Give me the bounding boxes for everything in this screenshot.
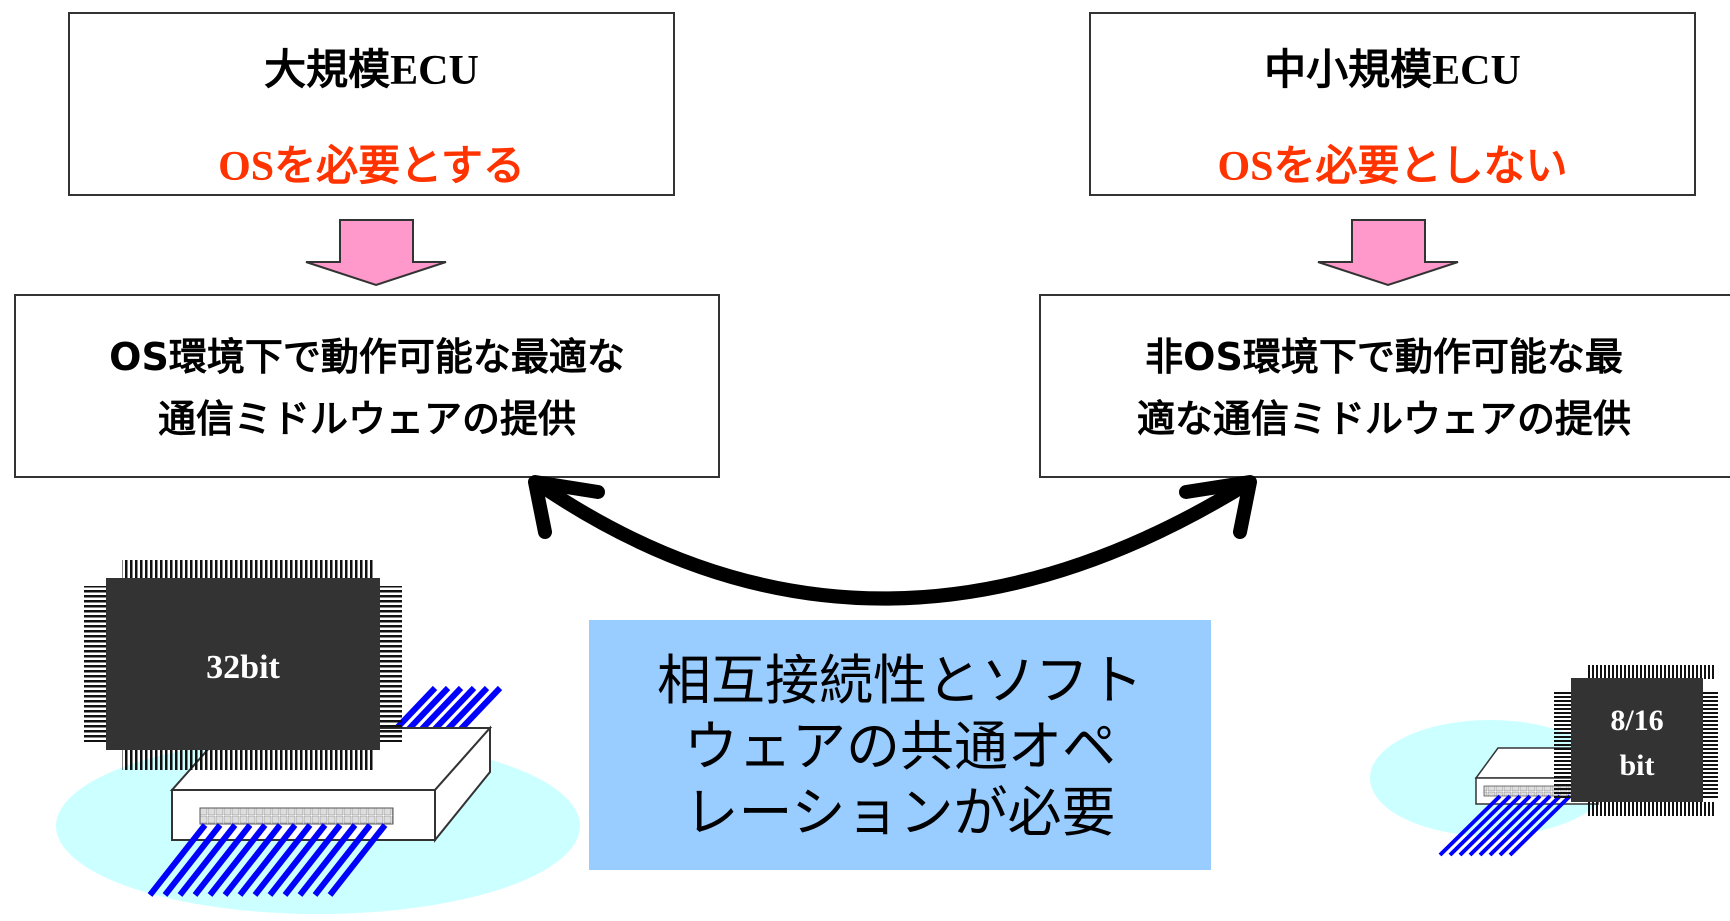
chip-8-16bit-pins-top xyxy=(1586,665,1714,679)
interoperability-callout: 相互接続性とソフト ウェアの共通オペ レーションが必要 xyxy=(589,620,1211,870)
chip-8-16bit: 8/16 bit xyxy=(1554,665,1718,816)
large-ecu-middleware-line2: 通信ミドルウェアの提供 xyxy=(157,397,576,441)
large-ecu-middleware-box: OS環境下で動作可能な最適な 通信ミドルウェアの提供 xyxy=(14,294,720,478)
small-ecu-cables xyxy=(1438,794,1572,857)
small-ecu-requirement: OSを必要としない xyxy=(1217,144,1568,190)
chip-8-16bit-label-line2: bit xyxy=(1619,749,1654,782)
chip-32bit-body xyxy=(106,578,380,750)
chip-8-16bit-pins-left xyxy=(1554,690,1572,798)
large-ecu-middleware-text: OS環境下で動作可能な最適な 通信ミドルウェアの提供 xyxy=(16,326,718,450)
bidirectional-curved-arrow xyxy=(528,475,1257,606)
chip-8-16bit-label-line1: 8/16 xyxy=(1610,704,1663,737)
large-ecu-lower-cables xyxy=(147,823,388,897)
small-ecu-box: 中小規模ECU OSを必要としない xyxy=(1089,12,1696,196)
chip-8-16bit-pins-right xyxy=(1700,690,1718,798)
chip-32bit: 32bit xyxy=(84,560,402,770)
small-ecu-middleware-line1: 非OS環境下で動作可能な最 xyxy=(1145,335,1623,379)
chip-32bit-pins-top xyxy=(122,560,375,580)
chip-32bit-label: 32bit xyxy=(206,649,280,686)
large-ecu-title: 大規模ECU xyxy=(264,48,479,94)
chip-8-16bit-body xyxy=(1571,678,1703,802)
large-ecu-connector-pins xyxy=(199,807,394,825)
chip-8-16bit-pins-bottom xyxy=(1586,802,1714,816)
large-ecu-down-arrow xyxy=(305,219,447,287)
small-ecu-middleware-text: 非OS環境下で動作可能な最 適な通信ミドルウェアの提供 xyxy=(1041,326,1727,450)
large-ecu-box: 大規模ECU OSを必要とする xyxy=(68,12,675,196)
small-ecu-title: 中小規模ECU xyxy=(1264,48,1521,94)
small-ecu-middleware-line2: 適な通信ミドルウェアの提供 xyxy=(1136,397,1631,441)
callout-line2: ウェアの共通オペ xyxy=(684,715,1116,778)
small-ecu-middleware-box: 非OS環境下で動作可能な最 適な通信ミドルウェアの提供 xyxy=(1039,294,1730,478)
callout-line3: レーションが必要 xyxy=(684,781,1116,844)
chip-32bit-pins-left xyxy=(84,586,108,742)
small-ecu-down-arrow xyxy=(1317,219,1459,287)
callout-text: 相互接続性とソフト ウェアの共通オペ レーションが必要 xyxy=(589,648,1211,846)
large-ecu-upper-cables xyxy=(392,685,503,733)
chip-32bit-pins-bottom xyxy=(122,750,375,770)
large-ecu-illustration: 32bit xyxy=(56,560,580,914)
large-ecu-requirement: OSを必要とする xyxy=(218,144,525,190)
chip-32bit-pins-right xyxy=(378,586,402,742)
callout-line1: 相互接続性とソフト xyxy=(657,649,1143,712)
small-ecu-illustration: 8/16 bit xyxy=(1370,665,1718,857)
large-ecu-middleware-line1: OS環境下で動作可能な最適な xyxy=(109,335,625,379)
